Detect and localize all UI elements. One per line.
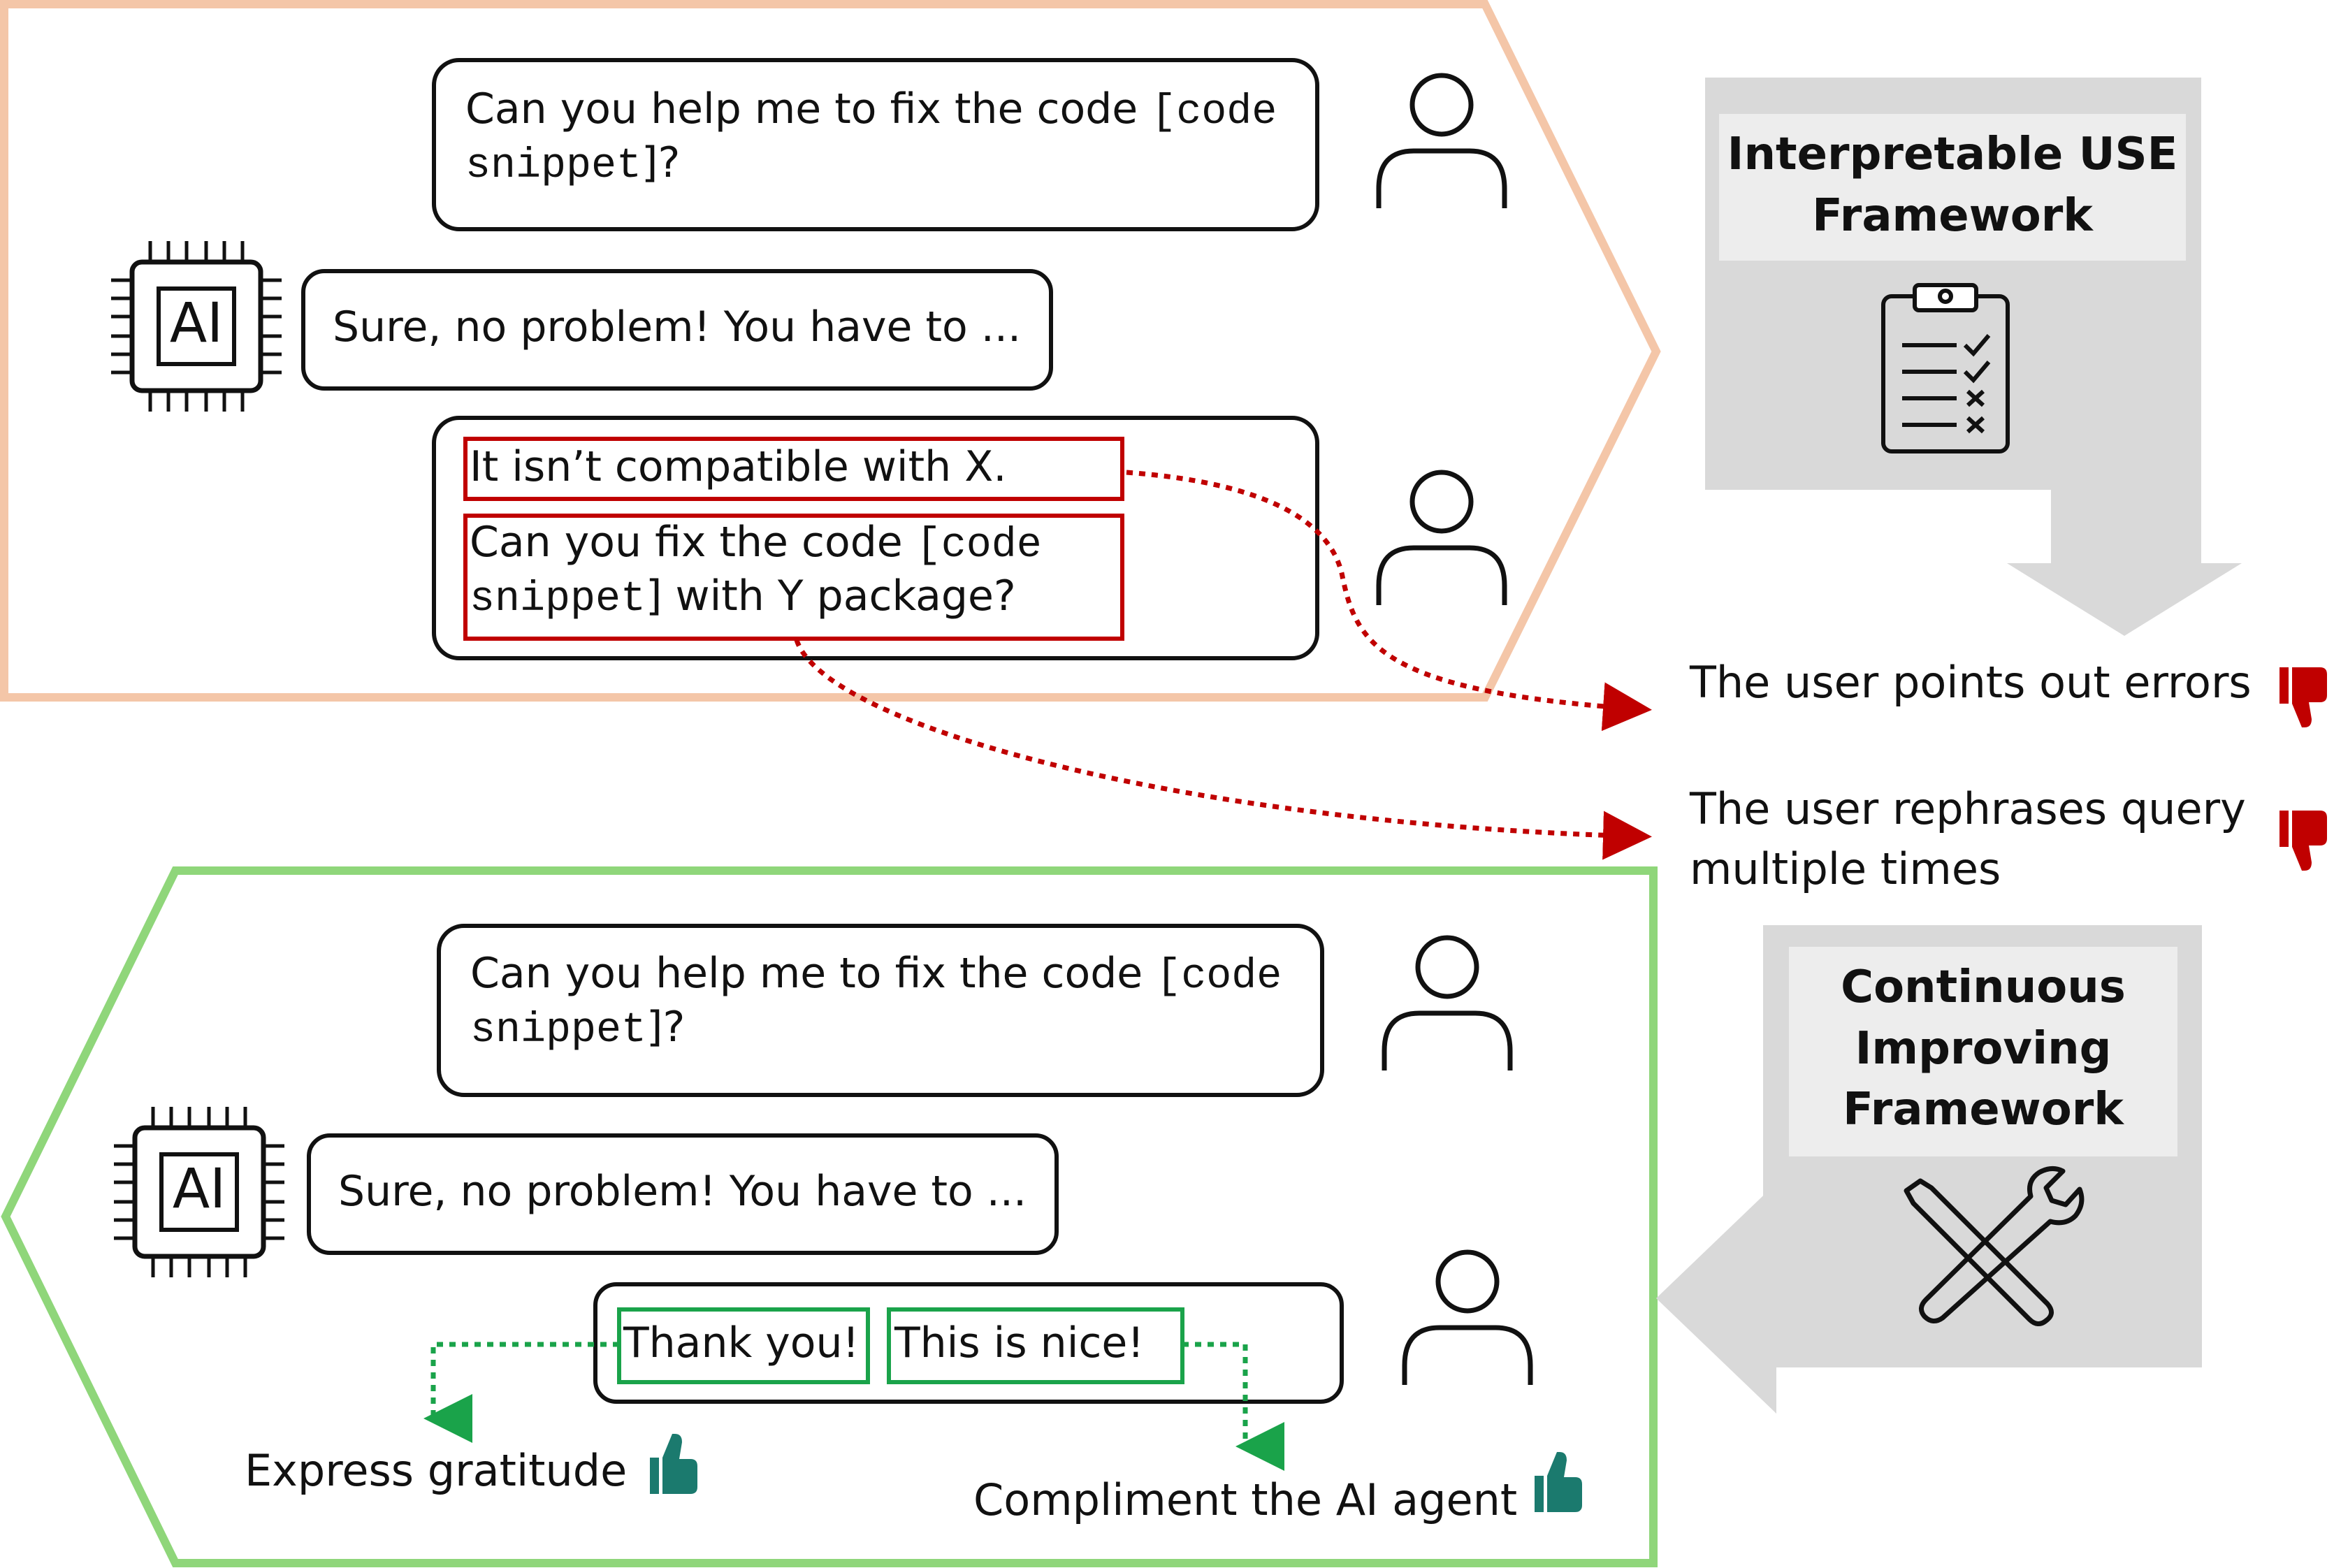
- bottom-ai-bubble: [307, 1133, 1059, 1255]
- label-express-gratitude: Express gratitude: [245, 1445, 628, 1496]
- error-highlight-box: [463, 437, 1124, 501]
- thumbs-down-icon: [2279, 811, 2327, 871]
- ai-chip-label: AI: [172, 1158, 226, 1221]
- top-ai-bubble: [301, 269, 1053, 391]
- top-user-message-2-rephrase: Can you fix the code [code snippet] with…: [470, 518, 1042, 623]
- bottom-user-bubble-1: [437, 924, 1324, 1097]
- ci-framework-title: Continuous Improving Framework: [1841, 961, 2126, 1136]
- bottom-user-bubble-2: [593, 1282, 1344, 1404]
- use-framework-title-box: [1719, 114, 2186, 261]
- bottom-user-message-compliment: This is nice!: [894, 1319, 1145, 1367]
- ci-framework-title-box: [1789, 947, 2177, 1156]
- finding-rephrases-query: The user rephrases query multiple times: [1690, 783, 2246, 894]
- top-user-bubble-1: [432, 58, 1319, 231]
- bottom-user-message-gratitude: Thank you!: [623, 1319, 860, 1367]
- ai-chip-label: AI: [169, 292, 224, 355]
- bottom-ai-message: Sure, no problem! You have to ...: [338, 1167, 1027, 1216]
- errors-connector: [1126, 470, 1652, 732]
- thumbs-down-icon: [2279, 667, 2327, 727]
- top-ai-message: Sure, no problem! You have to ...: [333, 303, 1022, 351]
- rephrase-highlight-box: [463, 514, 1124, 641]
- finding-points-out-errors: The user points out errors: [1690, 657, 2252, 708]
- label-compliment-ai-agent: Compliment the AI agent: [973, 1474, 1518, 1525]
- use-framework-title: Interpretable USE Framework: [1727, 129, 2178, 242]
- top-user-message-1: Can you help me to fix the code [code sn…: [465, 85, 1277, 190]
- tools-icon: [1904, 1166, 2085, 1326]
- compliment-connector: [1182, 1342, 1284, 1471]
- rephrase-connector: [794, 639, 1652, 860]
- top-user-bubble-2: [432, 416, 1319, 660]
- bottom-user-message-1: Can you help me to fix the code [code sn…: [470, 949, 1282, 1054]
- top-user-message-2-error: It isn’t compatible with X.: [470, 442, 1007, 491]
- clipboard-checklist-icon: [1881, 283, 2010, 453]
